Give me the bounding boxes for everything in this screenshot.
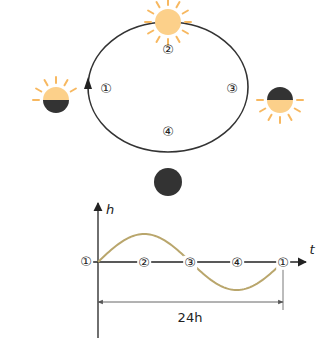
sun-ray [297, 99, 303, 101]
sun-ray [289, 115, 292, 120]
sun-ray [295, 109, 300, 112]
night-disc [154, 168, 182, 196]
sun-ray [260, 109, 265, 112]
sun-ray [257, 99, 263, 101]
sun-ray [183, 31, 188, 34]
sun-ray [185, 21, 191, 23]
sun-ray [33, 99, 39, 101]
position-number: ① [276, 256, 290, 270]
axis-label: h [105, 203, 115, 217]
sun-ray [36, 89, 41, 92]
position-number: ② [161, 43, 175, 57]
position-number: ③ [225, 82, 239, 96]
sun-ray [157, 37, 160, 42]
axis-label: t [308, 243, 315, 257]
position-number: ③ [183, 256, 197, 270]
position-number: ① [79, 255, 93, 269]
dimension-tick [283, 266, 284, 310]
noon-sun [155, 9, 181, 35]
sun-ray [167, 0, 169, 5]
sun-ray [65, 80, 68, 85]
sun-ray [269, 115, 272, 120]
sun-ray [148, 31, 153, 34]
sun-ray [148, 11, 153, 14]
position-number: ④ [230, 256, 244, 270]
sun-ray [183, 11, 188, 14]
sun-group [33, 0, 303, 123]
sun-ray [177, 2, 180, 7]
sun-ray [71, 89, 76, 92]
dimension-label: 24h [177, 311, 204, 325]
height-curve [98, 234, 283, 290]
sun-ray [279, 117, 281, 123]
sunrise-sun-top [43, 87, 69, 100]
sun-ray [55, 77, 57, 83]
sun-ray [145, 21, 151, 23]
sunset-sun-bottom [267, 100, 293, 113]
sun-ray [45, 80, 48, 85]
position-number: ① [99, 82, 113, 96]
sun-ray [157, 2, 160, 7]
direction-arrow [84, 77, 92, 89]
dimension-arrow [98, 302, 283, 303]
sunset-sun-top [267, 87, 293, 100]
position-number: ② [137, 256, 151, 270]
sunrise-sun-bottom [43, 100, 69, 113]
h-axis [97, 203, 98, 338]
position-number: ④ [161, 125, 175, 139]
orbit-ellipse [88, 22, 248, 152]
sun-ray [177, 37, 180, 42]
